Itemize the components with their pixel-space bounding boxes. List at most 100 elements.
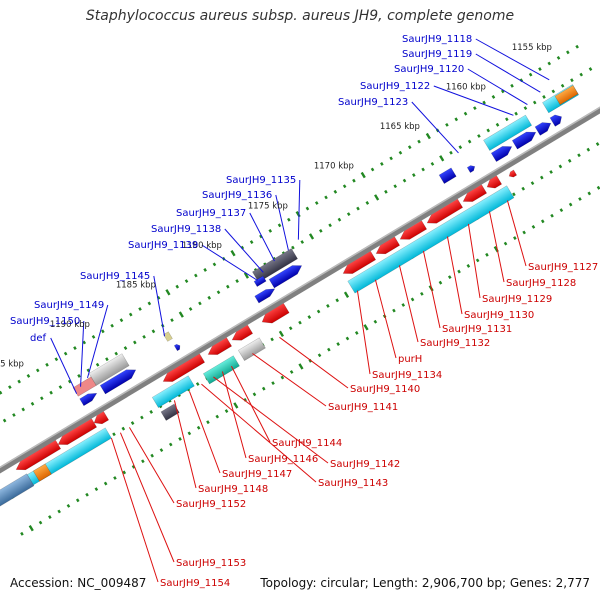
tick-mark — [243, 272, 249, 279]
tick-mark — [579, 72, 584, 77]
tick-mark — [439, 155, 445, 162]
tick-mark — [252, 392, 257, 397]
orange-feature — [32, 463, 52, 482]
tick-mark — [113, 476, 117, 480]
tick-mark — [393, 184, 398, 189]
reverse-cds-arrow-shape — [162, 353, 206, 382]
tick-mark — [337, 217, 342, 222]
tick-mark — [458, 145, 463, 150]
reverse-cds-arrow — [342, 250, 377, 274]
leader-layer — [50, 38, 550, 583]
tick-mark — [206, 420, 210, 425]
gene-label-reverse: SaurJH9_1131 — [442, 324, 512, 335]
tick-mark — [430, 161, 435, 166]
tick-mark — [550, 213, 554, 218]
reverse-cds-arrow — [207, 337, 233, 355]
tick-mark — [514, 111, 518, 116]
reverse-cds-arrow-shape — [375, 236, 401, 255]
reverse-cds-arrow — [162, 353, 206, 382]
gene-label-reverse: SaurJH9_1147 — [222, 469, 292, 480]
tick-mark — [287, 217, 291, 222]
leader-line-forward — [201, 244, 258, 281]
cyan-feature-shape — [347, 185, 515, 294]
leader-line-forward — [249, 212, 275, 262]
tick-mark — [142, 334, 146, 339]
tick-mark — [2, 418, 7, 423]
forward-cds-arrow — [534, 122, 552, 136]
feature-layer — [0, 84, 579, 515]
tick-mark — [559, 208, 564, 213]
tick-mark — [336, 342, 340, 346]
tick-mark — [407, 145, 412, 150]
tick-mark — [112, 432, 116, 437]
reverse-cds-arrow-shape — [462, 184, 488, 202]
tick-mark — [342, 184, 347, 189]
leader-line-forward — [153, 275, 166, 337]
tick-mark — [466, 264, 471, 268]
reverse-cds-arrow — [486, 175, 503, 189]
gene-label-forward: SaurJH9_1119 — [402, 49, 472, 60]
forward-cds-arrow — [511, 131, 537, 150]
reverse-cds-arrow — [399, 220, 428, 240]
tick-mark — [298, 320, 302, 325]
tick-mark — [556, 56, 561, 60]
backbone-layer — [0, 106, 600, 474]
tick-mark — [570, 78, 574, 83]
forward-cds-arrow — [254, 288, 276, 304]
tick-mark — [270, 337, 274, 342]
tick-mark — [48, 515, 52, 519]
scale-label: 1185 kbp — [116, 281, 156, 291]
tick-mark — [54, 357, 59, 362]
leader-line-reverse — [356, 290, 371, 375]
tick-mark — [175, 284, 180, 289]
forward-cds-arrow-shape — [99, 369, 137, 395]
tick-mark — [314, 201, 319, 205]
steel-feature-shape — [0, 473, 35, 515]
tick-mark — [360, 171, 366, 179]
tick-mark — [392, 308, 396, 313]
dark-feature — [252, 248, 298, 283]
tick-mark — [540, 175, 544, 180]
cyan-feature-shape — [483, 114, 533, 151]
leader-line-reverse — [398, 265, 419, 343]
leader-line-forward — [467, 68, 528, 106]
dark-feature — [160, 403, 180, 421]
tick-mark — [567, 158, 572, 163]
forward-cds-arrow-shape — [254, 288, 276, 304]
tick-mark — [268, 228, 273, 233]
leader-line-reverse — [119, 432, 175, 563]
accession-text: Accession: NC_009487 — [10, 576, 147, 590]
backbone-line — [0, 106, 600, 474]
tick-mark — [307, 315, 312, 319]
teal-feature-shape — [202, 355, 240, 385]
tick-mark — [475, 258, 480, 263]
reverse-cds-arrow-shape — [486, 175, 503, 189]
tick-mark — [8, 385, 12, 390]
tick-mark — [91, 335, 96, 339]
gene-label-forward: SaurJH9_1137 — [176, 208, 246, 219]
cyan-feature — [483, 114, 533, 151]
tick-mark — [94, 487, 99, 492]
orange-feature-shape — [554, 85, 579, 106]
tick-mark — [57, 509, 61, 514]
tick-mark — [412, 173, 416, 177]
tick-mark — [288, 326, 293, 331]
leader-line-reverse — [488, 211, 505, 283]
leader-line-reverse — [129, 427, 175, 504]
tick-mark — [150, 453, 154, 458]
tick-mark — [477, 134, 481, 138]
leader-line-forward — [275, 194, 289, 251]
tick-mark — [577, 153, 581, 158]
tick-mark — [224, 409, 229, 413]
gene-label-reverse: SaurJH9_1142 — [330, 459, 400, 470]
tick-mark — [363, 324, 369, 331]
scale-label: 1160 kbp — [446, 83, 486, 93]
tick-mark — [547, 61, 552, 66]
reverse-cds-arrow — [375, 236, 401, 255]
dark-feature-shape — [252, 248, 298, 283]
reverse-cds-arrow — [462, 184, 488, 202]
reverse-cds-arrow-shape — [342, 250, 377, 274]
leader-line-forward — [80, 320, 85, 387]
tick-mark — [333, 189, 338, 194]
leader-line-reverse — [374, 279, 397, 359]
